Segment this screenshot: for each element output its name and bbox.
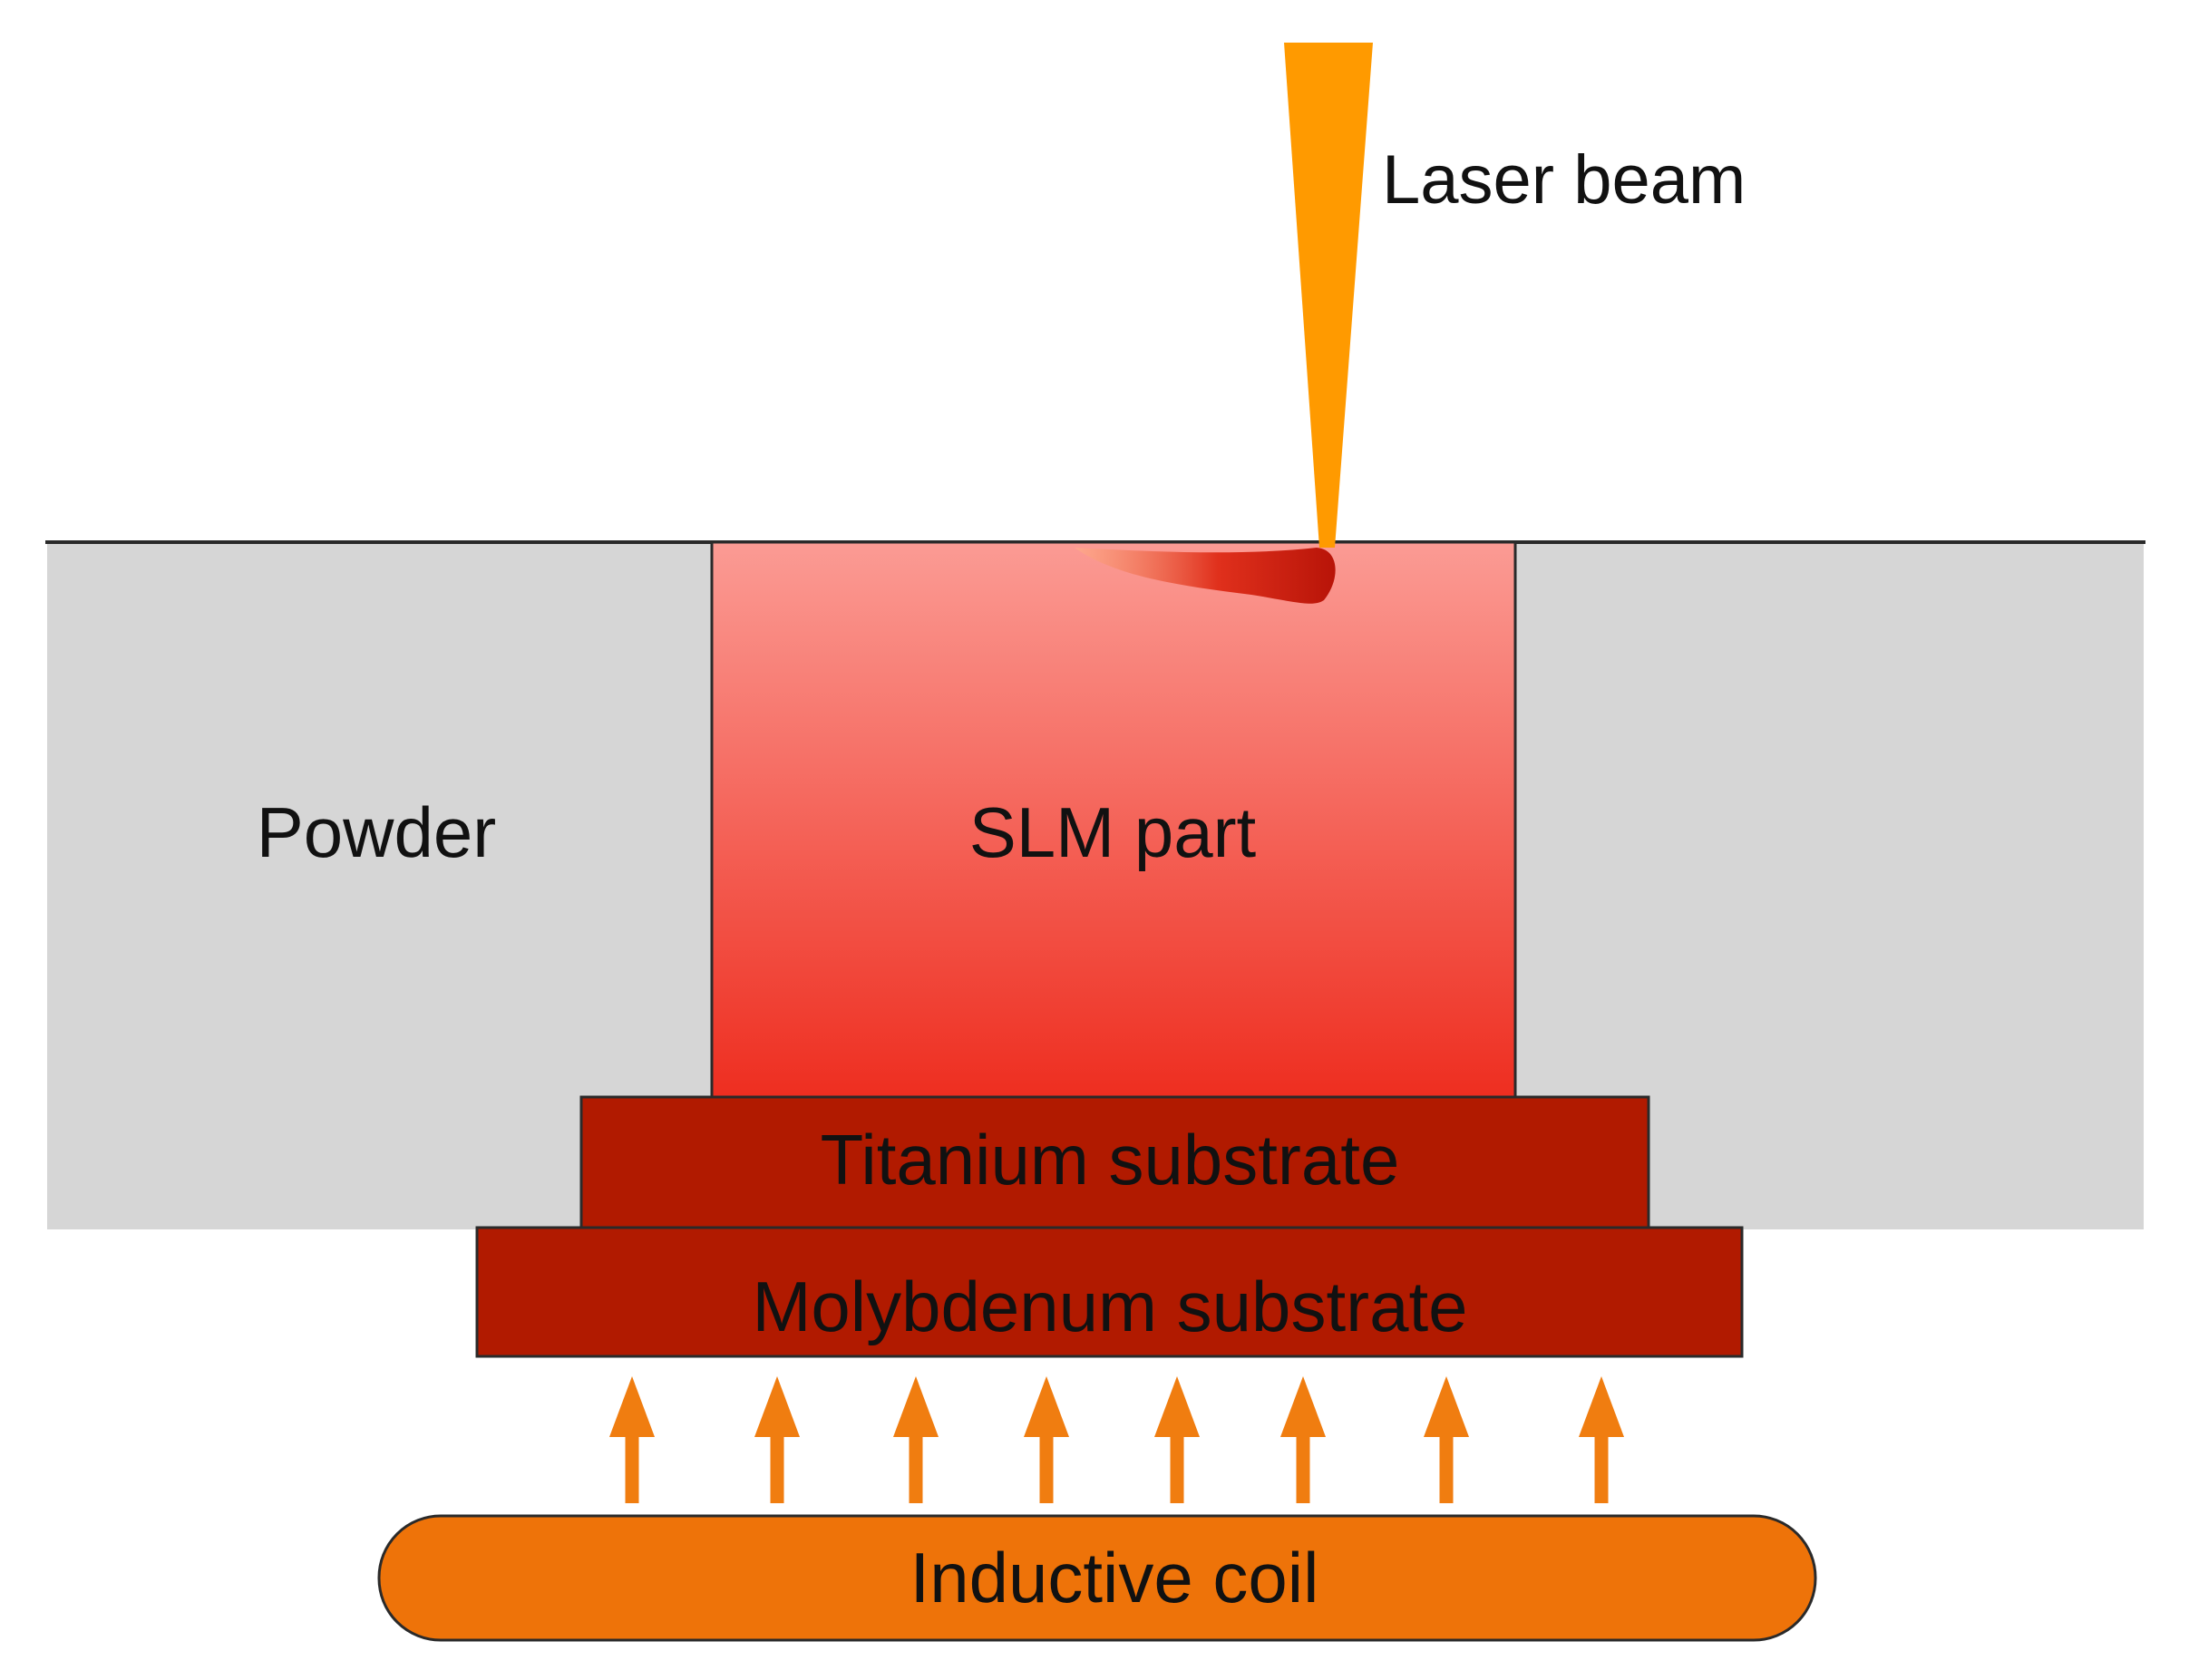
powder-label: Powder xyxy=(257,792,496,872)
heat-arrow xyxy=(609,1376,655,1503)
inductive-coil-label: Inductive coil xyxy=(910,1538,1319,1617)
heat-arrow xyxy=(754,1376,800,1503)
laser-beam-label: Laser beam xyxy=(1382,141,1746,218)
slm-part xyxy=(710,540,1517,1099)
titanium-substrate-label: Titanium substrate xyxy=(821,1120,1400,1199)
heat-arrow xyxy=(893,1376,939,1503)
heat-arrow xyxy=(1154,1376,1200,1503)
heat-arrow xyxy=(1024,1376,1069,1503)
melt-pool xyxy=(1075,548,1336,604)
molybdenum-substrate-label: Molybdenum substrate xyxy=(752,1267,1467,1346)
heat-arrow xyxy=(1424,1376,1469,1503)
molybdenum-substrate xyxy=(475,1226,1744,1358)
laser-beam xyxy=(1284,43,1373,548)
inductive-coil xyxy=(377,1514,1817,1642)
heat-arrow xyxy=(1579,1376,1624,1503)
heat-arrows xyxy=(609,1376,1624,1503)
heat-arrow xyxy=(1280,1376,1326,1503)
slm-part-label: SLM part xyxy=(969,792,1257,872)
